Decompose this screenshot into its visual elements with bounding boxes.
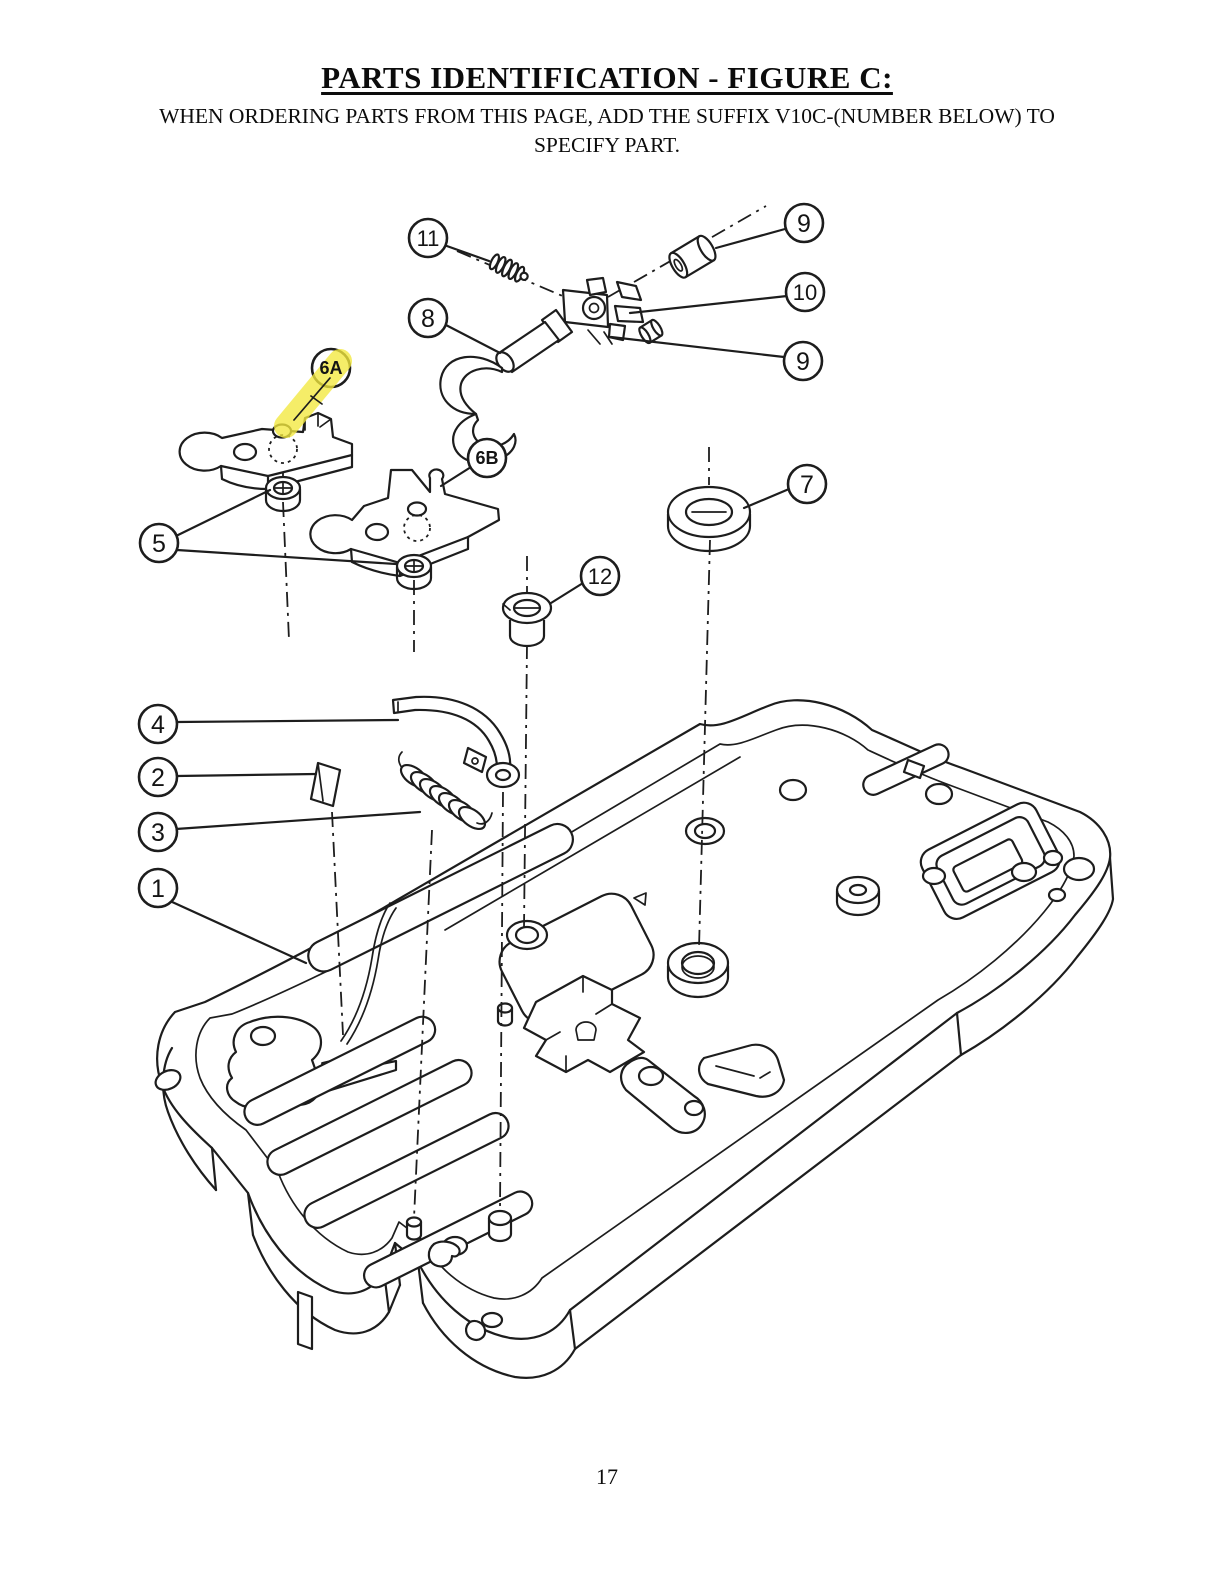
cylinder-spacer-9 bbox=[668, 234, 717, 279]
callout-9-lower: 9 bbox=[782, 340, 824, 382]
mount-pin-large bbox=[487, 1209, 513, 1243]
bushing-part12-drawing bbox=[501, 591, 553, 648]
subtitle-line-2: SPECIFY PART. bbox=[533, 132, 681, 157]
svg-text:5: 5 bbox=[152, 530, 166, 558]
callout-11: 11 bbox=[407, 217, 449, 259]
svg-text:11: 11 bbox=[417, 226, 440, 251]
callout-7: 7 bbox=[786, 463, 828, 505]
callout-5: 5 bbox=[138, 522, 180, 564]
svg-text:10: 10 bbox=[793, 280, 817, 305]
svg-text:3: 3 bbox=[151, 819, 165, 847]
spring-screw-part11 bbox=[488, 253, 529, 283]
svg-text:6B: 6B bbox=[475, 448, 498, 468]
lever-6a-drawing bbox=[178, 411, 354, 491]
svg-text:4: 4 bbox=[151, 711, 165, 739]
lever-arm-part4-drawing bbox=[391, 695, 521, 789]
yellow-highlight-mark bbox=[274, 349, 352, 438]
washer-part7-drawing bbox=[666, 485, 752, 553]
svg-text:1: 1 bbox=[151, 875, 165, 903]
assembly-center-lines bbox=[282, 447, 711, 1243]
callout-2: 2 bbox=[137, 756, 179, 798]
washer-5a-drawing bbox=[264, 475, 302, 513]
callout-4: 4 bbox=[137, 703, 179, 745]
svg-text:7: 7 bbox=[800, 471, 814, 499]
washer-5b-drawing bbox=[395, 553, 433, 591]
svg-text:9: 9 bbox=[797, 210, 811, 238]
svg-text:9: 9 bbox=[796, 348, 810, 376]
wedge-part2-drawing bbox=[309, 761, 342, 808]
subtitle-line-1: WHEN ORDERING PARTS FROM THIS PAGE, ADD … bbox=[159, 104, 1055, 128]
figure-title: PARTS IDENTIFICATION - FIGURE C: bbox=[321, 60, 893, 95]
svg-text:2: 2 bbox=[151, 764, 165, 792]
callout-6a-highlighted: 6A bbox=[274, 347, 352, 438]
callout-10: 10 bbox=[784, 271, 826, 313]
callout-12: 12 bbox=[579, 555, 621, 597]
svg-text:6A: 6A bbox=[319, 358, 342, 378]
shaft-gear-assembly-drawing bbox=[439, 205, 767, 464]
callout-3: 3 bbox=[137, 811, 179, 853]
svg-text:8: 8 bbox=[421, 305, 435, 333]
figure-header: PARTS IDENTIFICATION - FIGURE C: WHEN OR… bbox=[0, 60, 1214, 160]
figure-subtitle: WHEN ORDERING PARTS FROM THIS PAGE, ADD … bbox=[0, 102, 1214, 160]
gear-spider-part10 bbox=[561, 276, 645, 345]
callout-9-upper: 9 bbox=[783, 202, 825, 244]
svg-text:12: 12 bbox=[588, 564, 612, 589]
callout-leader-lines bbox=[168, 227, 791, 965]
mount-pin-small bbox=[405, 1216, 423, 1241]
callout-1: 1 bbox=[137, 867, 179, 909]
coil-spring-part3-drawing bbox=[398, 751, 493, 831]
base-plate-drawing bbox=[154, 699, 1115, 1379]
callout-6b: 6B bbox=[466, 437, 508, 479]
page-number: 17 bbox=[596, 1464, 618, 1489]
callout-8: 8 bbox=[407, 297, 449, 339]
